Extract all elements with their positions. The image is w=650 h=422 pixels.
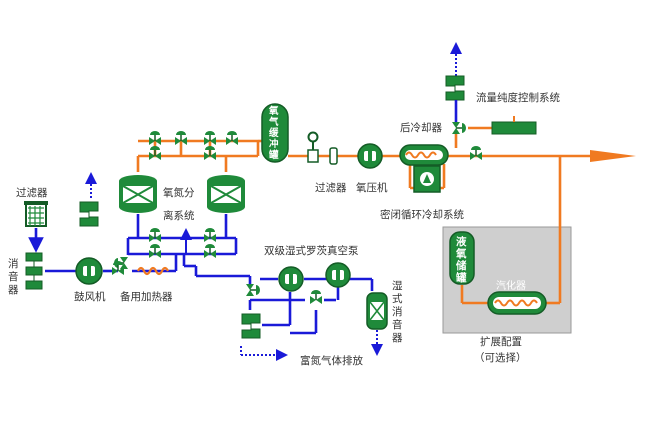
label-separation-line2: 离系统 (163, 210, 195, 222)
label-filter-mid: 过滤器 (315, 182, 347, 194)
vent-silencer-flow (445, 75, 465, 101)
vent-silencer-blower (79, 201, 99, 227)
label-flow-purity-control: 流量纯度控制系统 (476, 92, 560, 104)
label-wet-silencer: 湿式消音器 (392, 280, 403, 344)
label-after-cooler: 后冷却器 (400, 122, 442, 134)
standby-heater (137, 266, 169, 276)
adsorption-tower-left (119, 175, 157, 213)
label-standby-heater: 备用加热器 (120, 291, 173, 303)
label-oxygen-compressor: 氧压机 (356, 182, 388, 194)
label-separation-line1: 氧氮分 (163, 187, 195, 199)
after-cooler (399, 144, 449, 166)
label-filter-left: 过滤器 (16, 187, 48, 199)
valves (112, 122, 482, 304)
closed-loop-cooling-unit (413, 165, 441, 193)
label-blower: 鼓风机 (74, 291, 106, 303)
label-expansion-config: 扩展配置 (480, 336, 522, 348)
label-closed-loop-cooling: 密闭循环冷却系统 (380, 209, 464, 221)
label-nitrogen-exhaust: 富氮气体排放 (300, 355, 363, 367)
oxygen-compressor (357, 143, 383, 169)
vaporizer (487, 291, 547, 315)
label-liquid-oxygen-tank: 液氧储罐 (456, 236, 467, 284)
vent-silencer-lower (241, 313, 261, 339)
vent-lines (85, 42, 462, 361)
wet-silencer (366, 292, 388, 330)
silencer-left (25, 252, 43, 290)
flow-purity-control-box (491, 121, 537, 135)
label-oxygen-buffer-tank: 氧气缓冲罐 (269, 106, 279, 161)
vacuum-pump-2 (325, 262, 351, 288)
blower (75, 257, 103, 285)
intake-filter (24, 201, 48, 227)
adsorption-tower-right (207, 175, 245, 213)
label-optional: （可选择） (474, 352, 527, 364)
oxygen-filter (307, 131, 338, 165)
vacuum-pump-1 (278, 266, 304, 292)
label-vaporizer: 汽化器 (496, 281, 526, 292)
label-roots-vacuum-pump: 双级湿式罗茨真空泵 (264, 245, 359, 257)
label-silencer: 消音器 (8, 258, 19, 296)
oxygen-buffer-tank (261, 103, 289, 163)
liquid-oxygen-tank (449, 231, 475, 285)
oxygen-output-arrow (590, 150, 636, 162)
